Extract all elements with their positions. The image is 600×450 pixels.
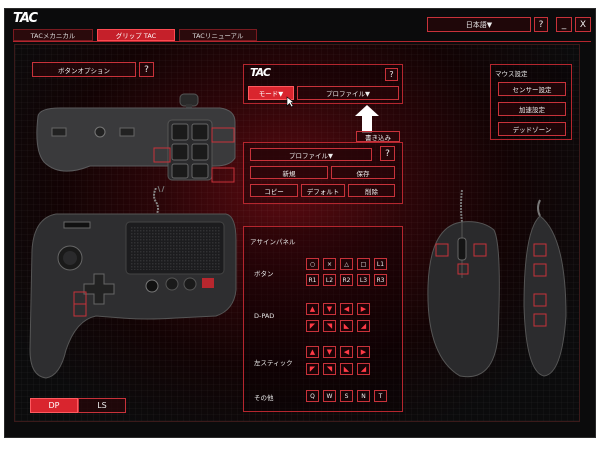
assign-cell-stick-row1-2[interactable]: ◀	[340, 346, 353, 358]
dpad-label: D-PAD	[254, 312, 275, 320]
assign-cell-buttons-row1-2[interactable]: △	[340, 258, 353, 270]
assign-cell-buttons-row1-0[interactable]: ○	[306, 258, 319, 270]
assign-cell-dpad-row2-3[interactable]: ◢	[357, 320, 370, 332]
assign-cell-dpad-row1-1[interactable]: ▼	[323, 303, 336, 315]
mouse-settings-title: マウス設定	[495, 70, 528, 78]
keypad-controller-image	[36, 93, 236, 192]
assign-cell-other-2[interactable]: S	[340, 390, 353, 402]
assign-cell-other-3[interactable]: N	[357, 390, 370, 402]
assign-cell-dpad-row2-1[interactable]: ◥	[323, 320, 336, 332]
pad-controller-image	[29, 213, 237, 379]
assign-cell-dpad-row1-3[interactable]: ▶	[357, 303, 370, 315]
help-button[interactable]: ?	[534, 17, 548, 32]
assign-cell-dpad-row2-0[interactable]: ◤	[306, 320, 319, 332]
assign-cell-buttons-row1-1[interactable]: ×	[323, 258, 336, 270]
controller-cable	[153, 188, 159, 216]
assign-cell-buttons-row2-3[interactable]: L3	[357, 274, 370, 286]
deadzone-button[interactable]: デッドゾーン	[498, 122, 566, 136]
copy-profile-button[interactable]: コピー	[250, 184, 298, 197]
profile-ops-help[interactable]: ?	[380, 146, 395, 161]
left-stick-label: 左スティック	[254, 359, 293, 367]
tab-tac-renewal[interactable]: TACリニューアル	[179, 29, 257, 41]
other-label: その他	[254, 394, 274, 402]
dp-mode-button[interactable]: DP	[30, 398, 78, 413]
assign-cell-stick-row2-2[interactable]: ◣	[340, 363, 353, 375]
minimize-button[interactable]: _	[556, 17, 572, 32]
assign-cell-dpad-row1-0[interactable]: ▲	[306, 303, 319, 315]
assign-panel	[243, 226, 403, 412]
assign-cell-stick-row1-3[interactable]: ▶	[357, 346, 370, 358]
assign-cell-dpad-row2-2[interactable]: ◣	[340, 320, 353, 332]
assign-cell-dpad-row1-2[interactable]: ◀	[340, 303, 353, 315]
app-logo: TAC	[13, 11, 38, 26]
button-options-button[interactable]: ボタンオプション	[32, 62, 136, 77]
assign-cell-other-0[interactable]: Q	[306, 390, 319, 402]
sensor-settings-button[interactable]: センサー設定	[498, 82, 566, 96]
default-profile-button[interactable]: デフォルト	[301, 184, 345, 197]
assign-panel-title: アサインパネル	[250, 238, 296, 246]
assign-cell-stick-row2-3[interactable]: ◢	[357, 363, 370, 375]
delete-profile-button[interactable]: 削除	[348, 184, 395, 197]
tab-underline	[13, 41, 591, 42]
buttons-label: ボタン	[254, 270, 274, 278]
tab-tac-mechanical[interactable]: TACメカニカル	[13, 29, 93, 41]
assign-cell-stick-row2-0[interactable]: ◤	[306, 363, 319, 375]
mouse-cursor-icon	[286, 96, 295, 108]
close-button[interactable]: X	[575, 17, 591, 32]
write-button[interactable]: 書き込み	[356, 131, 400, 142]
assign-cell-stick-row1-0[interactable]: ▲	[306, 346, 319, 358]
language-select[interactable]: 日本語▼	[427, 17, 531, 32]
button-options-help[interactable]: ?	[139, 62, 154, 77]
assign-cell-buttons-row2-2[interactable]: R2	[340, 274, 353, 286]
profile-select[interactable]: プロファイル▼	[297, 86, 399, 100]
save-profile-button[interactable]: 保存	[331, 166, 395, 179]
new-profile-button[interactable]: 新規	[250, 166, 328, 179]
profile-logo: TAC	[250, 66, 271, 79]
profile-dropdown[interactable]: プロファイル▼	[250, 148, 372, 161]
assign-cell-buttons-row2-4[interactable]: R3	[374, 274, 387, 286]
tab-grip-tac[interactable]: グリップ TAC	[97, 29, 175, 41]
mouse-image	[427, 189, 567, 378]
assign-cell-other-4[interactable]: T	[374, 390, 387, 402]
assign-cell-buttons-row2-0[interactable]: R1	[306, 274, 319, 286]
assign-cell-stick-row1-1[interactable]: ▼	[323, 346, 336, 358]
mode-select[interactable]: モード▼	[248, 86, 294, 100]
profile-help-button[interactable]: ?	[385, 68, 398, 81]
assign-cell-buttons-row1-3[interactable]: □	[357, 258, 370, 270]
ls-mode-button[interactable]: LS	[78, 398, 126, 413]
accel-settings-button[interactable]: 加速設定	[498, 102, 566, 116]
arrow-up-icon	[355, 105, 379, 133]
assign-cell-other-1[interactable]: W	[323, 390, 336, 402]
assign-cell-buttons-row1-4[interactable]: L1	[374, 258, 387, 270]
assign-cell-buttons-row2-1[interactable]: L2	[323, 274, 336, 286]
assign-cell-stick-row2-1[interactable]: ◥	[323, 363, 336, 375]
